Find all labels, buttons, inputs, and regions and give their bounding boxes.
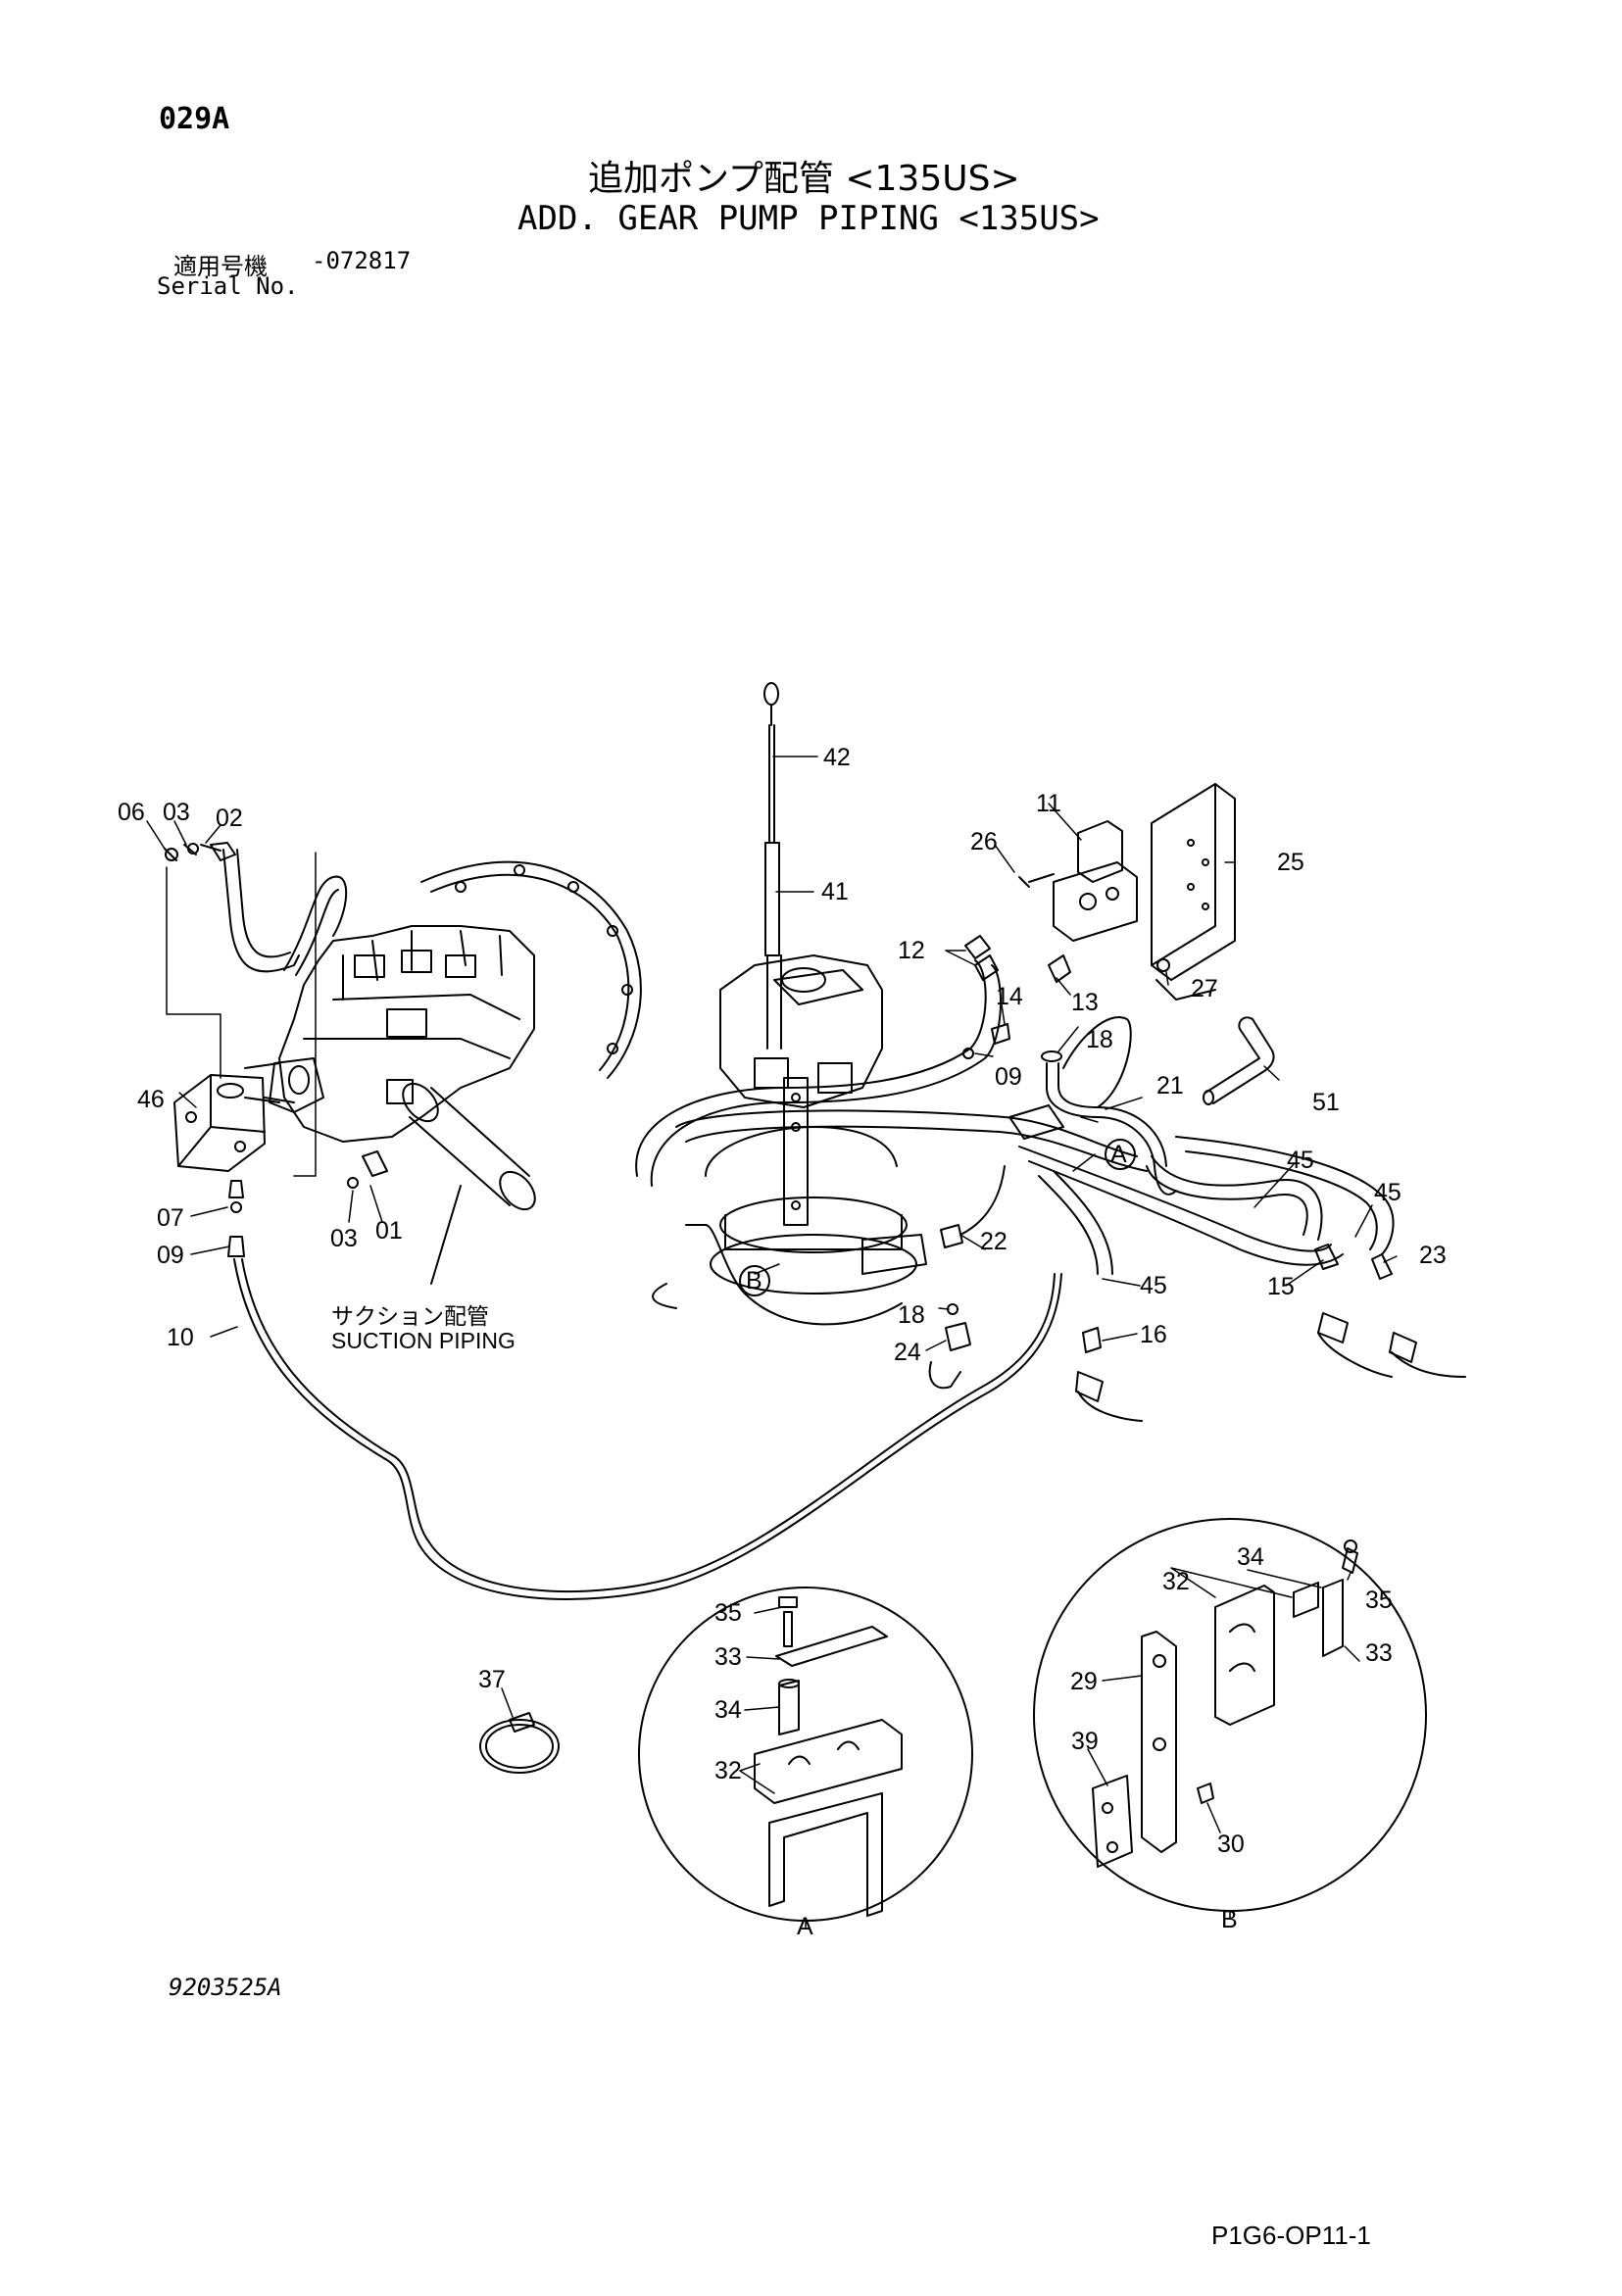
callout-42: 42	[823, 744, 851, 771]
main-pump-drawing	[245, 926, 534, 1142]
title-japanese: 追加ポンプ配管 <135US>	[588, 159, 1020, 199]
hose-21-drawing	[1047, 1063, 1176, 1195]
serial-number-value: -072817	[312, 247, 412, 274]
callout-09-left: 09	[157, 1242, 184, 1269]
callout-18-top: 18	[1086, 1026, 1113, 1053]
callout-06: 06	[118, 799, 145, 826]
page-code: 029A	[159, 102, 230, 136]
serial-label-japanese: 適用号機	[173, 253, 268, 280]
callout-51: 51	[1312, 1089, 1340, 1116]
callout-24: 24	[894, 1339, 921, 1366]
callout-33-a: 33	[714, 1643, 742, 1671]
leader-lines	[147, 757, 1397, 1929]
reference-markers	[740, 1140, 1135, 1295]
callout-35-a: 35	[714, 1599, 742, 1627]
coiled-hoses-drawing	[636, 960, 1393, 1274]
detail-a-drawing	[639, 1588, 972, 1921]
callout-15: 15	[1267, 1273, 1295, 1300]
callout-18-bottom: 18	[898, 1301, 925, 1329]
detail-b-marker-label: B	[746, 1267, 762, 1295]
callout-03-top: 03	[163, 799, 190, 826]
suction-piping-label-english: SUCTION PIPING	[331, 1328, 516, 1353]
hose-ends-drawing	[1076, 1245, 1465, 1421]
detail-a-caption: A	[797, 1913, 813, 1940]
callout-33-b: 33	[1365, 1639, 1393, 1667]
callout-35-b: 35	[1365, 1587, 1393, 1614]
page-reference: P1G6-OP11-1	[1211, 2221, 1371, 2250]
callout-32-b: 32	[1162, 1568, 1190, 1595]
document-number: 9203525A	[169, 1974, 282, 2001]
clamp-37-drawing	[480, 1713, 559, 1773]
callout-22: 22	[980, 1228, 1008, 1255]
callout-21: 21	[1156, 1072, 1184, 1099]
callout-01: 01	[375, 1217, 403, 1245]
detail-b-drawing	[1034, 1519, 1426, 1911]
callout-26: 26	[970, 828, 998, 855]
callout-32-a: 32	[714, 1757, 742, 1784]
callout-23: 23	[1419, 1242, 1447, 1269]
hose-51-drawing	[1204, 1017, 1274, 1104]
small-fittings-drawing	[930, 936, 1070, 1388]
serial-label-english: Serial No.	[157, 272, 299, 300]
callout-10: 10	[167, 1324, 194, 1351]
callout-34-a: 34	[714, 1696, 742, 1724]
fittings-lower-left	[167, 853, 387, 1256]
callout-13: 13	[1071, 989, 1099, 1016]
swing-motor-drawing	[653, 955, 926, 1324]
callout-12: 12	[898, 937, 925, 964]
callout-02: 02	[216, 805, 243, 832]
callout-37: 37	[478, 1666, 506, 1693]
callout-27: 27	[1191, 975, 1218, 1002]
detail-a-marker-label: A	[1110, 1141, 1127, 1168]
callout-30: 30	[1217, 1831, 1245, 1858]
callout-07: 07	[157, 1204, 184, 1232]
suction-piping-label-japanese: サクション配管	[331, 1304, 489, 1330]
callout-03-bottom: 03	[330, 1225, 358, 1252]
title-english: ADD. GEAR PUMP PIPING <135US>	[517, 199, 1100, 238]
suction-pipe-drawing	[396, 1077, 542, 1284]
callout-09-right: 09	[995, 1063, 1022, 1091]
hose-10-drawing	[234, 1259, 1061, 1599]
callout-39: 39	[1071, 1728, 1099, 1755]
valve-bracket-drawing	[1019, 784, 1235, 1000]
detail-b-caption: B	[1221, 1906, 1238, 1933]
callout-25: 25	[1277, 849, 1304, 876]
callout-16: 16	[1140, 1321, 1167, 1348]
callout-41: 41	[821, 878, 849, 905]
callout-34-b: 34	[1237, 1543, 1264, 1571]
callout-45-right: 45	[1374, 1179, 1401, 1206]
callout-14: 14	[996, 983, 1023, 1010]
flywheel-housing-drawing	[421, 862, 641, 1078]
dipstick-drawing	[764, 683, 808, 1225]
callout-29: 29	[1070, 1668, 1098, 1695]
gear-pump-drawing	[174, 1075, 294, 1171]
callout-11: 11	[1036, 790, 1061, 817]
callout-45-lower: 45	[1140, 1272, 1167, 1299]
callout-45-upper: 45	[1287, 1147, 1314, 1174]
callout-46: 46	[137, 1086, 165, 1113]
hose-02-drawing	[165, 843, 346, 975]
